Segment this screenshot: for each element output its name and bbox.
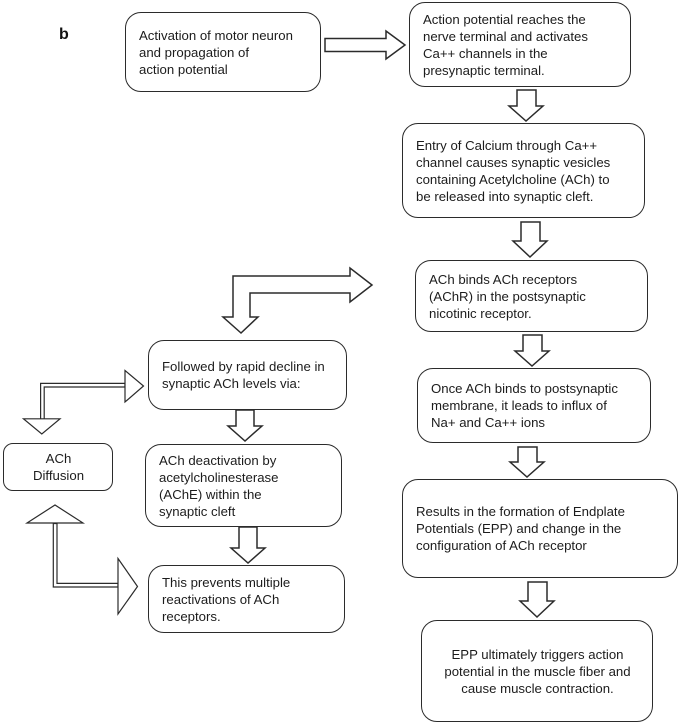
flow-box-nerve-terminal-text: Action potential reaches the nerve termi… xyxy=(423,11,588,78)
flow-box-ion-influx: Once ACh binds to postsynaptic membrane,… xyxy=(417,368,651,443)
flow-box-ion-influx-text: Once ACh binds to postsynaptic membrane,… xyxy=(431,381,618,430)
flow-box-rapid-decline: Followed by rapid decline in synaptic AC… xyxy=(148,340,347,410)
flow-box-ach-binds: ACh binds ACh receptors (AChR) in the po… xyxy=(415,260,648,332)
flow-box-ach-binds-text: ACh binds ACh receptors (AChR) in the po… xyxy=(429,271,586,321)
arrow-down-calcium-entry-to-ach-binds-icon xyxy=(511,221,549,259)
flow-box-prevents-reactivation: This prevents multiple reactivations of … xyxy=(148,565,345,633)
flow-box-epp-formation: Results in the formation of Endplate Pot… xyxy=(402,479,678,578)
flow-box-nerve-terminal: Action potential reaches the nerve termi… xyxy=(409,2,631,87)
flow-box-muscle-contraction-text: EPP ultimately triggers action potential… xyxy=(444,646,631,696)
flow-box-calcium-entry: Entry of Calcium through Ca++ channel ca… xyxy=(402,123,645,218)
arrow-right-activation-to-nerve-terminal-icon xyxy=(324,29,407,61)
connector-prevents-reactivation-to-ach-diffusion-icon xyxy=(24,504,139,616)
flow-box-rapid-decline-text: Followed by rapid decline in synaptic AC… xyxy=(162,359,325,391)
flow-box-ach-diffusion: ACh Diffusion xyxy=(3,443,113,491)
flow-box-ach-deactivation: ACh deactivation by acetylcholinesterase… xyxy=(145,444,342,527)
flow-box-ach-deactivation-text: ACh deactivation by acetylcholinesterase… xyxy=(159,452,279,519)
flow-box-epp-formation-text: Results in the formation of Endplate Pot… xyxy=(416,504,625,553)
flow-box-calcium-entry-text: Entry of Calcium through Ca++ channel ca… xyxy=(416,137,611,204)
arrow-elbow-ach-binds-to-rapid-decline-icon xyxy=(221,266,374,335)
arrow-down-rapid-decline-to-ach-deactivation-icon xyxy=(226,409,264,443)
flow-box-ach-diffusion-text: ACh Diffusion xyxy=(32,451,85,483)
figure-label: b xyxy=(59,26,69,43)
arrow-down-ach-binds-to-ion-influx-icon xyxy=(513,334,551,368)
arrow-down-nerve-terminal-to-calcium-entry-icon xyxy=(507,89,545,123)
arrow-down-ion-influx-to-epp-formation-icon xyxy=(508,446,546,479)
flow-box-muscle-contraction: EPP ultimately triggers action potential… xyxy=(421,620,653,722)
flow-box-activation-text: Activation of motor neuron and propagati… xyxy=(139,27,293,77)
connector-ach-diffusion-to-rapid-decline-icon xyxy=(21,369,145,435)
flow-box-activation: Activation of motor neuron and propagati… xyxy=(125,12,321,92)
arrow-down-epp-formation-to-muscle-contraction-icon xyxy=(518,581,556,619)
flow-box-prevents-reactivation-text: This prevents multiple reactivations of … xyxy=(162,574,291,624)
arrow-down-ach-deactivation-to-prevents-reactivation-icon xyxy=(229,526,267,565)
